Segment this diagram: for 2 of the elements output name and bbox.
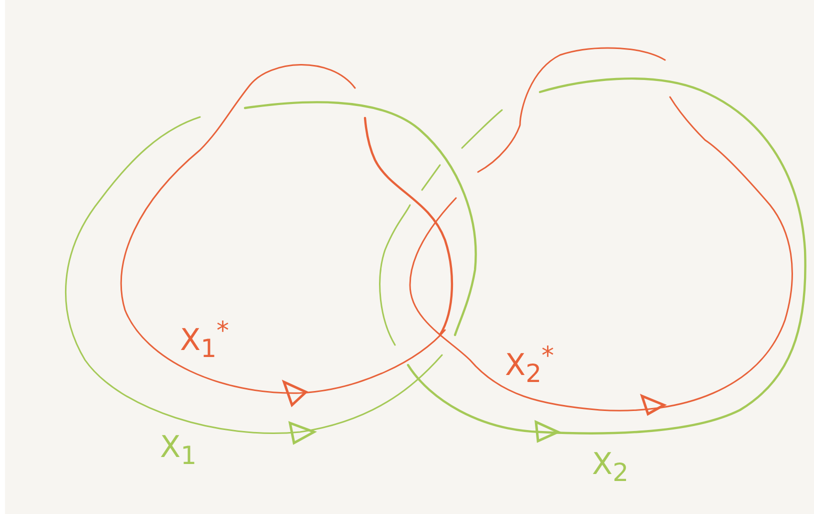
variable-label: X$_{1}$ bbox=[160, 433, 196, 468]
variable-label: X$_{2}$ bbox=[592, 450, 628, 485]
